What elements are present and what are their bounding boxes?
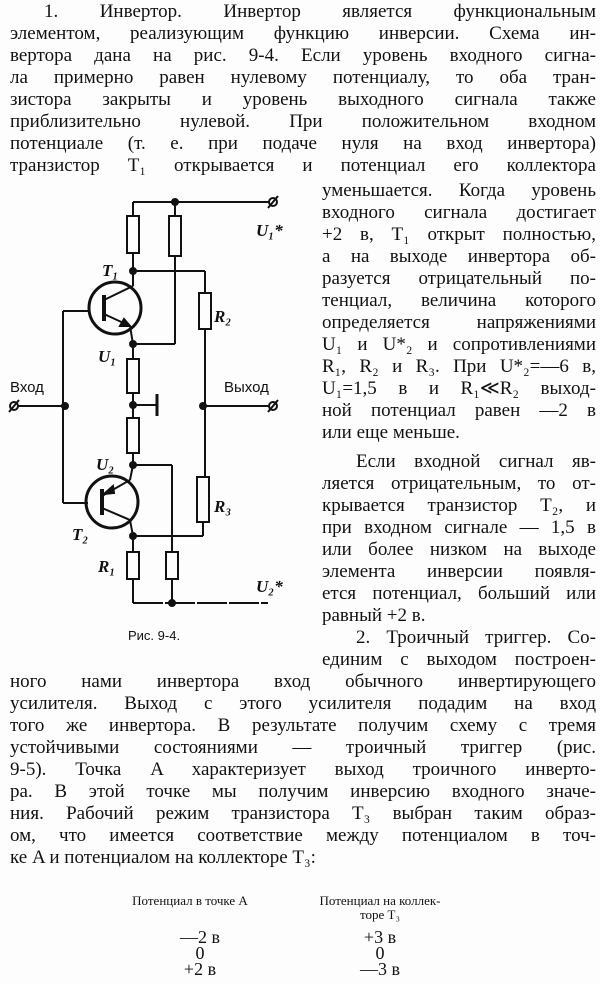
text-line: равный +2 в. [322,605,426,626]
text-line: 2. Троичный триггер. Со- [356,627,596,648]
text-line: +2 в, T₁ открыт полностью, [322,224,596,245]
text-line: устойчивыми состояниями — троичный тригг… [10,737,596,758]
resistor [165,551,179,580]
resistor-r1 [126,551,140,580]
table-cell: 0 [195,943,205,963]
text-line: усилителя. Выход с этого усилителя подад… [10,693,596,714]
text-line: ного нами инвертора вход обычного инверт… [10,671,596,692]
text-line: 9-5). Точка A характеризует выход троичн… [10,759,596,780]
label-r3: R₃ [213,497,231,516]
text-line: или более низком на выходе [322,539,596,560]
resistor-r2 [198,292,212,330]
text-line: или еще меньше. [322,422,460,443]
resistor [126,215,140,254]
header-line: Потенциал на коллек- [319,893,441,908]
label-u1-star: U₁* [256,221,283,240]
text-line: потенциале (т. е. при подаче нуля на вхо… [10,133,596,154]
text-line: ра. В этой точке мы получим инверсию вхо… [10,781,596,802]
text-line: входного сигнала достигает [322,202,596,223]
label-u2: U₂ [96,455,114,474]
resistor [126,358,140,394]
text-line: U₁=1,5 в и R₁≪R₂ выход- [322,378,596,399]
resistor [168,215,182,257]
text-line: транзистор T₁ открывается и потенциал ег… [10,155,596,176]
table-cell: +2 в [183,959,217,979]
text-line: ется потенциал, больший или [322,583,596,604]
text-line: вертора дана на рис. 9-4. Если уровень в… [10,45,596,66]
text-line: приблизительно нулевой. При положительно… [10,111,596,132]
text-line: 1. Инвертор. Инвертор является функциона… [44,1,596,22]
text-line: зистора закрыты и уровень выходного сигн… [10,89,596,110]
terminal-output [267,399,279,413]
label-input: Вход [10,379,44,396]
label-u1: U₁ [98,347,116,366]
label-u2-star: U₂* [256,577,283,596]
table-cell: —3 в [360,959,400,979]
inverter-circuit-diagram: T₁ U₁ U₂ T₂ R₁ R₂ R₃ U₁* U₂* Вход Выход … [8,195,283,643]
terminal-u1-star [267,195,279,209]
text-line: ке A и потенциалом на коллекторе T₃: [10,847,316,868]
text-line: уменьшается. Когда уровень [322,180,596,201]
text-line: R₁, R₂ и R₃. При U*₂=—6 в, [322,356,596,377]
label-t2: T₂ [72,525,88,544]
text-line: крывается транзистор T₂, и [322,495,596,516]
table-cell: 0 [375,943,385,963]
text-line: ния. Рабочий режим транзистора T₃ выбран… [10,803,596,824]
transistor-t2 [84,464,140,537]
terminal-input [8,399,20,413]
text-line: тенциал, величина которого [322,290,596,311]
text-line: разуется отрицательный по- [322,268,596,289]
text-line: ляется отрицательным, то от- [322,473,596,494]
table-cell: +3 в [363,927,397,947]
text-line: ла примерно равен нулевому потенциалу, т… [10,67,596,88]
table-header-collector: Потенциал на коллек- торе T₃ [305,894,455,922]
text-line: ной потенциал равен —2 в [322,400,596,421]
ground-icon [133,394,159,416]
table-cell: —2 в [180,927,220,947]
text-line: U₁ и U*₂ и сопротивлениями [322,334,596,355]
transistor-t1 [87,271,143,345]
text-line: ом, что имеется соответствие между потен… [10,825,596,846]
text-line: Если входной сигнал яв- [356,451,596,472]
label-t1: T₁ [102,261,118,280]
header-line: торе T₃ [359,907,400,922]
label-output: Выход [224,379,269,396]
text-line: определяется напряжениями [322,312,596,333]
resistor-r3 [196,476,210,523]
table-header-point-a: Потенциал в точке A [132,893,248,908]
label-r1: R₁ [97,557,115,576]
label-r2: R₂ [213,307,231,326]
figure-caption: Рис. 9-4. [128,628,180,643]
resistor [126,417,140,454]
text-line: при входном сигнале — 1,5 в [322,517,596,538]
text-line: элемента инверсии появля- [322,561,596,582]
text-line: единим с выходом построен- [322,649,596,670]
text-line: а на выходе инвертора об- [322,246,596,267]
text-line: элементом, реализующим функцию инверсии.… [10,23,596,44]
text-line: того же инвертора. В результате получим … [10,715,596,736]
